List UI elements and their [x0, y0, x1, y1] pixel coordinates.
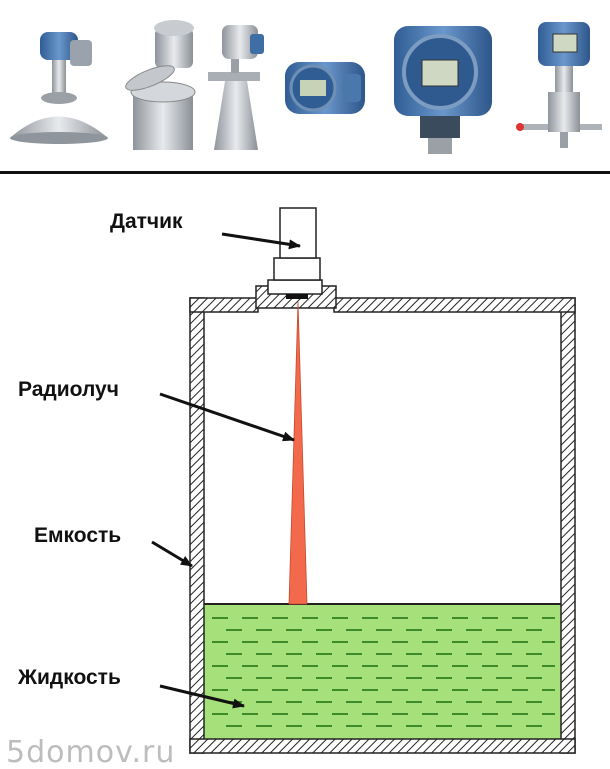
tank-walls — [189, 297, 576, 754]
liquid-arrow — [159, 684, 245, 709]
watermark: 5domov.ru — [6, 735, 175, 769]
tank-arrow — [151, 540, 193, 568]
section-divider — [0, 171, 610, 174]
horn-antenna-sensor-icon — [208, 25, 264, 150]
sensor — [255, 207, 337, 309]
pressure-transmitter-manifold-icon — [516, 22, 602, 148]
open-lid-tank-sensor-icon — [125, 20, 196, 150]
liquid-surface-dashes — [212, 617, 555, 727]
sensor-arrow — [221, 232, 301, 250]
beam-label: Радиолуч — [18, 378, 119, 401]
display-transmitter-icon — [394, 26, 492, 154]
round-transmitter-head-icon — [285, 62, 365, 114]
tank-label: Емкость — [34, 524, 121, 547]
cone-antenna-flange-sensor-icon — [10, 32, 108, 144]
radar-beam — [288, 301, 308, 605]
radar-level-diagram: Датчик Радиолуч Емкость Жидкость 5domov.… — [6, 207, 576, 769]
product-photo-strip — [10, 20, 602, 154]
sensor-label: Датчик — [110, 210, 183, 233]
liquid-label: Жидкость — [17, 666, 121, 689]
liquid — [204, 603, 561, 739]
beam-arrow — [159, 392, 295, 442]
